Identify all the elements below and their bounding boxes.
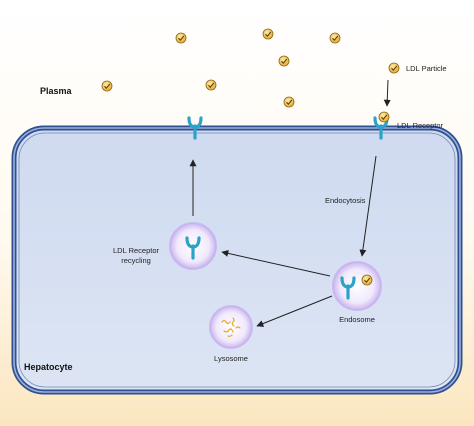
receptor-recycling-label-line1: LDL Receptor [113,246,159,255]
ldl-particle-icon [101,80,113,92]
endosome-label: Endosome [339,315,375,324]
arrow-endocytosis [359,155,377,257]
arrow-particle-to-receptor [383,79,391,107]
lysosome-label: Lysosome [214,354,248,363]
hepatocyte-cell [11,125,463,395]
endosome-vesicle [332,261,382,311]
recycling-vesicle [169,222,217,270]
degraded-ldl-icon [221,317,241,337]
lysosome-vesicle [209,305,253,349]
hepatocyte-label: Hepatocyte [24,362,73,372]
ldl-receptor-label: LDL Receptor [397,121,443,130]
ldl-particle-icon [175,32,187,44]
ldl-particle-icon [278,55,290,67]
ldl-particle-label: LDL Particle [406,64,447,73]
arrow-endosome-to-recycling [221,249,331,277]
bound-ldl-particle-icon [378,111,390,123]
plasma-label: Plasma [40,86,72,96]
ldl-particle-icon [262,28,274,40]
ldl-particle-icon [283,96,295,108]
ldl-particle-icon [329,32,341,44]
endocytosis-label: Endocytosis [325,196,366,205]
receptor-recycling-label-line2: recycling [121,256,151,265]
arrow-endosome-to-lysosome [256,295,333,327]
endosome-ldl-icon [361,274,373,286]
ldl-particle-icon [205,79,217,91]
ldl-particle-legend-icon [388,62,400,74]
